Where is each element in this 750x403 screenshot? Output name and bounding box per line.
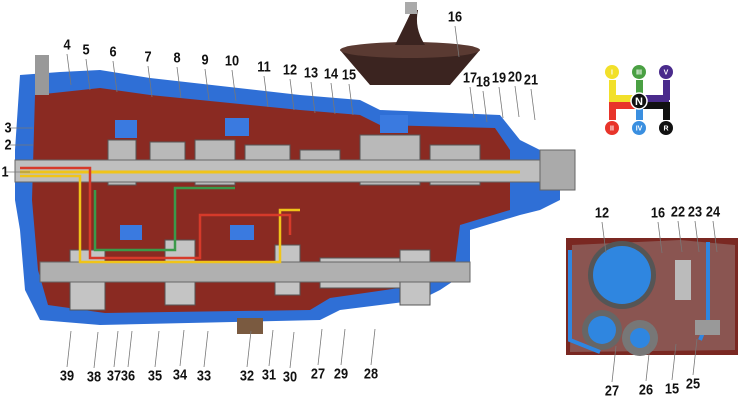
leader-line bbox=[268, 329, 274, 367]
callout-label: 20 bbox=[507, 68, 523, 86]
gearbox-cutaway bbox=[14, 2, 576, 334]
leader-line bbox=[694, 220, 700, 253]
callout-label: 4 bbox=[63, 36, 71, 54]
leader-line bbox=[179, 329, 185, 367]
callout-label: 22 bbox=[670, 203, 686, 221]
leader-line bbox=[127, 330, 133, 368]
gear-position-label: R bbox=[663, 126, 668, 133]
inset-view bbox=[566, 238, 738, 356]
leader-line bbox=[340, 328, 346, 366]
callout-label: 12 bbox=[594, 204, 610, 222]
leader-line bbox=[246, 330, 252, 368]
callout-label: 27 bbox=[310, 365, 326, 383]
neutral-label: N bbox=[635, 96, 643, 108]
leader-line bbox=[692, 338, 698, 376]
callout-label: 27 bbox=[604, 382, 620, 400]
shift-pattern bbox=[609, 80, 670, 120]
leader-line bbox=[317, 328, 323, 366]
callout-label: 25 bbox=[685, 375, 701, 393]
callout-label: 6 bbox=[109, 43, 117, 61]
callout-label: 2 bbox=[4, 136, 12, 154]
leader-line bbox=[498, 86, 504, 119]
leader-line bbox=[514, 85, 520, 118]
leader-line bbox=[93, 331, 99, 369]
callout-label: 14 bbox=[323, 65, 339, 83]
callout-label: 32 bbox=[239, 367, 255, 385]
callout-label: 21 bbox=[523, 71, 539, 89]
callout-label: 18 bbox=[475, 73, 491, 91]
callout-label: 33 bbox=[196, 367, 212, 385]
leader-line bbox=[348, 83, 354, 116]
gear-position-marker bbox=[605, 121, 619, 135]
callout-label: 15 bbox=[341, 66, 357, 84]
callout-label: 36 bbox=[120, 367, 136, 385]
callout-label: 10 bbox=[224, 52, 240, 70]
leader-line bbox=[530, 88, 536, 121]
callout-label: 28 bbox=[363, 365, 379, 383]
gear-position-marker bbox=[659, 65, 673, 79]
callout-label: 3 bbox=[4, 119, 12, 137]
leader-line bbox=[204, 68, 210, 101]
leader-line bbox=[147, 65, 153, 98]
leader-line bbox=[677, 220, 683, 253]
gear-position-label: II bbox=[610, 126, 614, 133]
callout-label: 37 bbox=[106, 367, 122, 385]
leader-line bbox=[657, 221, 663, 254]
callout-label: 7 bbox=[144, 48, 152, 66]
leader-line bbox=[66, 330, 72, 368]
gear-position-label: III bbox=[636, 70, 642, 77]
leader-line bbox=[85, 58, 91, 91]
leader-line bbox=[203, 330, 209, 368]
leader-line bbox=[712, 220, 718, 253]
callout-label: 16 bbox=[650, 204, 666, 222]
gear-position-marker bbox=[632, 121, 646, 135]
callout-label: 1 bbox=[1, 163, 9, 181]
leader-line bbox=[176, 66, 182, 99]
leader-line bbox=[671, 343, 677, 381]
leader-line bbox=[482, 90, 488, 123]
callout-label: 31 bbox=[261, 366, 277, 384]
callout-label: 23 bbox=[687, 203, 703, 221]
callout-label: 39 bbox=[59, 367, 75, 385]
leader-line bbox=[611, 345, 617, 383]
callout-label: 15 bbox=[664, 380, 680, 398]
callout-label: 24 bbox=[705, 203, 721, 221]
callout-label: 30 bbox=[282, 368, 298, 386]
leader-line bbox=[231, 69, 237, 102]
leader-line bbox=[112, 60, 118, 93]
leader-line bbox=[310, 81, 316, 114]
leader-line bbox=[454, 25, 460, 58]
callout-label: 5 bbox=[82, 41, 90, 59]
gear-position-label: IV bbox=[636, 126, 643, 133]
gear-position-label: I bbox=[611, 70, 613, 77]
callout-label: 16 bbox=[447, 8, 463, 26]
callout-label: 11 bbox=[257, 58, 271, 76]
callout-label: 8 bbox=[173, 49, 181, 67]
callout-label: 29 bbox=[333, 365, 349, 383]
callout-label: 26 bbox=[638, 381, 654, 399]
leader-line bbox=[66, 53, 72, 86]
callout-label: 35 bbox=[147, 367, 163, 385]
leader-line bbox=[154, 330, 160, 368]
callout-label: 12 bbox=[282, 61, 298, 79]
leader-line bbox=[601, 221, 607, 254]
leader-line bbox=[330, 82, 336, 115]
leader-line bbox=[113, 330, 119, 368]
leader-line bbox=[469, 86, 475, 119]
leader-line bbox=[289, 331, 295, 369]
leader-line bbox=[289, 78, 295, 111]
leader-line bbox=[263, 75, 269, 108]
gear-position-marker bbox=[659, 121, 673, 135]
callout-label: 38 bbox=[86, 368, 102, 386]
gear-position-marker bbox=[632, 65, 646, 79]
callout-label: 13 bbox=[303, 64, 319, 82]
callout-label: 17 bbox=[462, 69, 478, 87]
callout-label: 19 bbox=[491, 69, 507, 87]
callout-label: 34 bbox=[172, 366, 188, 384]
leader-line bbox=[370, 328, 376, 366]
callout-label: 9 bbox=[201, 51, 209, 69]
leader-line bbox=[645, 344, 651, 382]
gear-position-marker bbox=[605, 65, 619, 79]
gear-position-label: V bbox=[664, 70, 669, 77]
